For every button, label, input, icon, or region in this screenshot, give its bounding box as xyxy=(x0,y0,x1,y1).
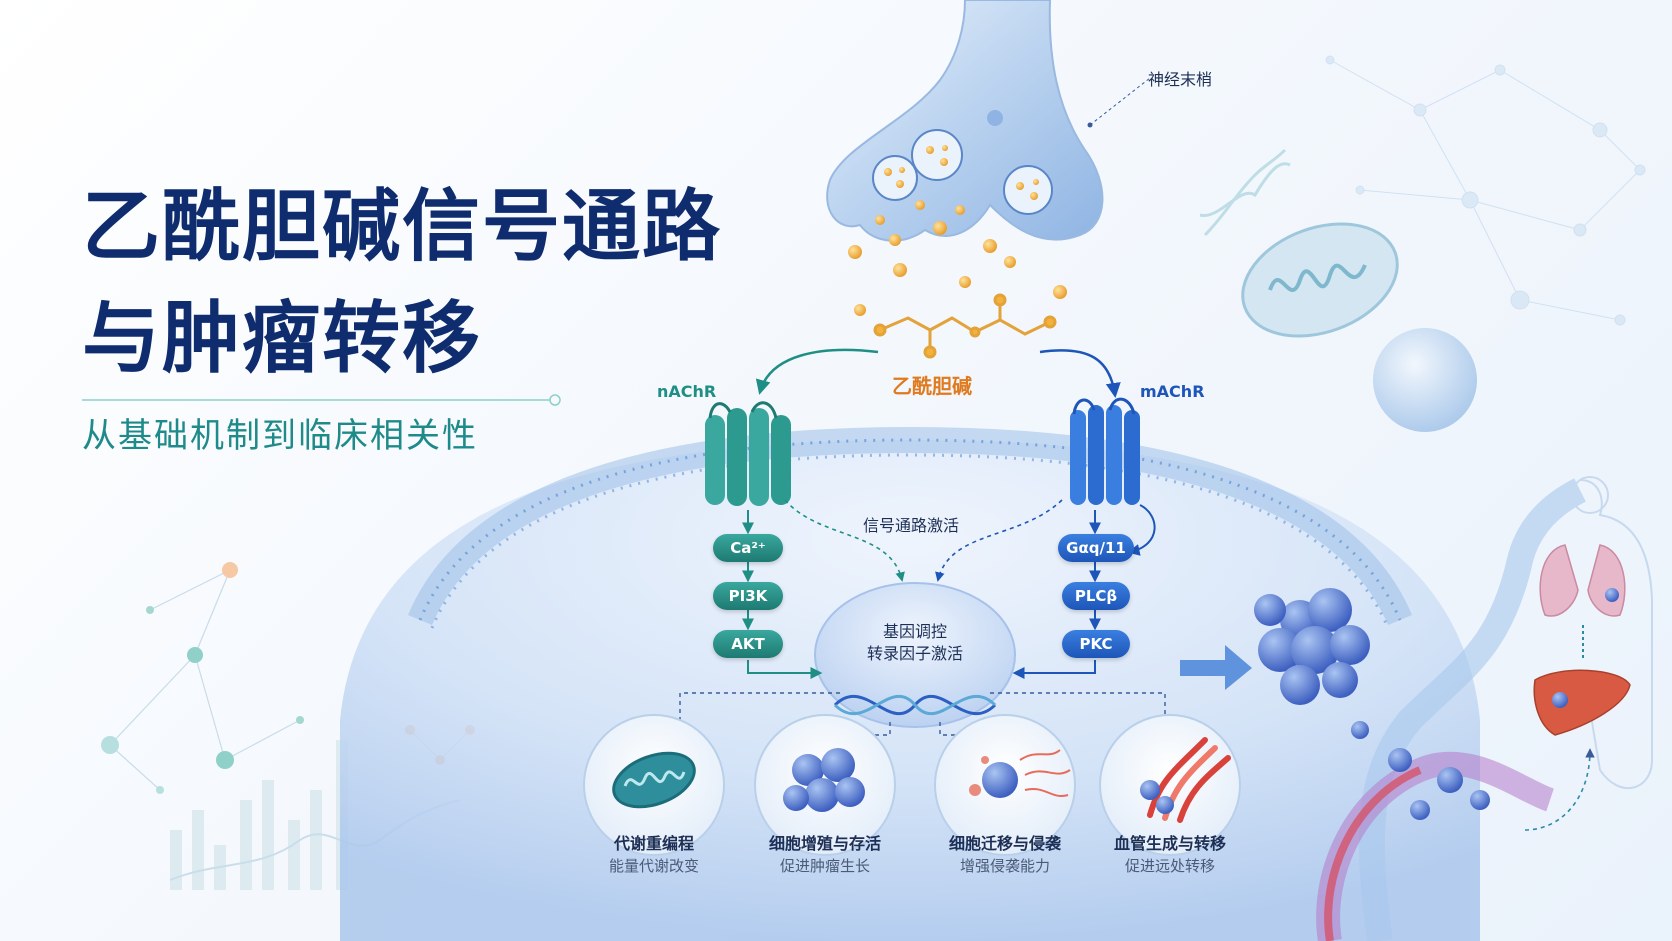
nachr-receptor-icon xyxy=(705,401,791,506)
liver-icon xyxy=(1533,669,1631,736)
cascade-gaq-pill: Gαq/11 xyxy=(1058,534,1134,562)
cascade-pkc-pill: PKC xyxy=(1062,630,1130,658)
cell-cluster-icon xyxy=(783,748,865,812)
progression-arrow xyxy=(1180,645,1252,690)
nachr-label: nAChR xyxy=(657,382,717,401)
vesicle-contents xyxy=(884,145,1039,200)
acetylcholine-structure xyxy=(873,293,1057,359)
cascade-ca-pill: Ca²⁺ xyxy=(713,534,783,562)
cascade-plcb-pill: PLCβ xyxy=(1062,582,1130,610)
page-title-line2: 与肿瘤转移 xyxy=(82,294,483,384)
nerve-terminal xyxy=(826,0,1104,242)
machr-receptor-icon xyxy=(1070,397,1156,556)
outcome-title-migration: 细胞迁移与侵袭 xyxy=(948,834,1061,853)
acetylcholine-molecules xyxy=(848,200,1067,316)
blood-vessel-icon xyxy=(1140,737,1231,823)
tumor-metastasis-scene xyxy=(1254,476,1653,941)
nucleus-label-line1: 基因调控 xyxy=(882,622,947,641)
nucleus xyxy=(814,582,1016,728)
dna-helix-icon xyxy=(1199,148,1291,237)
vesicles xyxy=(872,129,1053,215)
cascade-akt-pill: AKT xyxy=(713,630,783,658)
mitochondria-icon xyxy=(1241,222,1399,338)
page-title: 乙酰胆碱信号通路 xyxy=(82,182,723,272)
cascade-pi3k-pill: PI3K xyxy=(713,582,783,610)
outcome-subtitle-migration: 增强侵袭能力 xyxy=(959,857,1050,875)
acetylcholine-label: 乙酰胆碱 xyxy=(892,374,972,398)
dna-helix-icon xyxy=(833,694,997,716)
nerve-terminal-label: 神经末梢 xyxy=(1148,70,1213,89)
machr-label: mAChR xyxy=(1140,382,1205,401)
title-underline xyxy=(82,394,561,406)
outcome-subtitle-proliferation: 促进肿瘤生长 xyxy=(779,857,870,875)
nucleus-label-line2: 转录因子激活 xyxy=(866,644,963,663)
mitochondria-icon xyxy=(612,751,696,809)
outcome-title-proliferation: 细胞增殖与存活 xyxy=(768,834,881,853)
pathway-activation-label: 信号通路激活 xyxy=(863,516,960,535)
migrating-cell-icon xyxy=(969,749,1071,798)
lung-icon xyxy=(1539,544,1626,617)
background-network xyxy=(1325,55,1646,326)
outcome-subtitle-angiogenesis: 促进远处转移 xyxy=(1124,857,1215,875)
outcome-title-metabolic: 代谢重编程 xyxy=(613,834,694,853)
outcome-title-angiogenesis: 血管生成与转移 xyxy=(1113,834,1226,853)
page-subtitle: 从基础机制到临床相关性 xyxy=(82,416,478,456)
floating-cell-icon xyxy=(1373,328,1477,432)
outcome-subtitle-metabolic: 能量代谢改变 xyxy=(608,857,699,875)
